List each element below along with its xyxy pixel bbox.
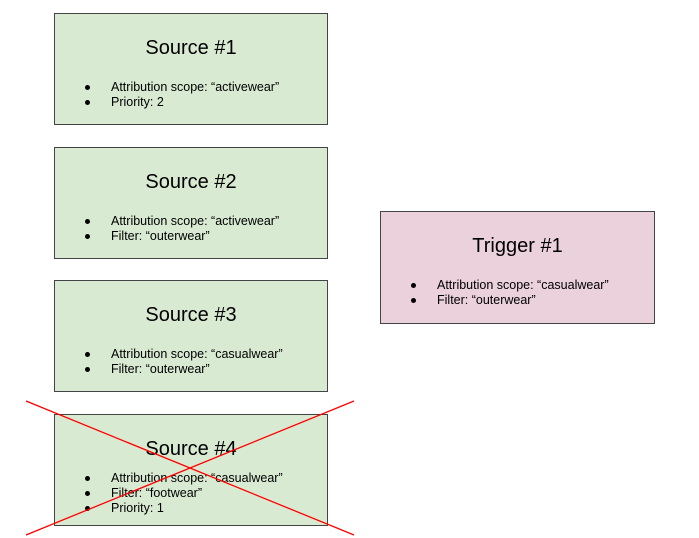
list-item: Attribution scope: “casualwear”: [55, 471, 327, 486]
attribution-scope-text: Attribution scope: “activewear”: [111, 214, 280, 228]
bullet-icon: [85, 367, 90, 372]
source-title: Source #2: [145, 171, 237, 193]
bullet-icon: [85, 352, 90, 357]
filter-text: Filter: “outerwear”: [111, 229, 210, 243]
list-item: Attribution scope: “activewear”: [55, 80, 327, 95]
source-attribute-list: Attribution scope: “activewear” Priority…: [55, 80, 327, 110]
source-box-3: Source #3 Attribution scope: “casualwear…: [54, 280, 328, 392]
source-box-1: Source #1 Attribution scope: “activewear…: [54, 13, 328, 125]
bullet-icon: [411, 283, 416, 288]
source-title: Source #1: [145, 37, 237, 59]
filter-text: Filter: “outerwear”: [111, 362, 210, 376]
attribution-scope-text: Attribution scope: “casualwear”: [111, 471, 283, 485]
source-attribute-list: Attribution scope: “activewear” Filter: …: [55, 214, 327, 244]
bullet-icon: [85, 100, 90, 105]
attribution-scope-text: Attribution scope: “activewear”: [111, 80, 280, 94]
list-item: Priority: 2: [55, 95, 327, 110]
bullet-icon: [85, 85, 90, 90]
bullet-icon: [411, 298, 416, 303]
list-item: Priority: 1: [55, 501, 327, 516]
source-title: Source #4: [145, 438, 237, 460]
attribution-scope-text: Attribution scope: “casualwear”: [111, 347, 283, 361]
bullet-icon: [85, 491, 90, 496]
source-attribute-list: Attribution scope: “casualwear” Filter: …: [55, 471, 327, 516]
list-item: Attribution scope: “casualwear”: [381, 278, 654, 293]
list-item: Filter: “outerwear”: [55, 229, 327, 244]
bullet-icon: [85, 506, 90, 511]
bullet-icon: [85, 476, 90, 481]
list-item: Attribution scope: “activewear”: [55, 214, 327, 229]
list-item: Filter: “outerwear”: [55, 362, 327, 377]
trigger-box: Trigger #1 Attribution scope: “casualwea…: [380, 211, 655, 324]
list-item: Filter: “outerwear”: [381, 293, 654, 308]
filter-text: Filter: “footwear”: [111, 486, 202, 500]
list-item: Attribution scope: “casualwear”: [55, 347, 327, 362]
attribution-scope-text: Attribution scope: “casualwear”: [437, 278, 609, 292]
source-box-4: Source #4 Attribution scope: “casualwear…: [54, 414, 328, 526]
bullet-icon: [85, 219, 90, 224]
source-attribute-list: Attribution scope: “casualwear” Filter: …: [55, 347, 327, 377]
source-box-2: Source #2 Attribution scope: “activewear…: [54, 147, 328, 259]
priority-text: Priority: 2: [111, 95, 164, 109]
filter-text: Filter: “outerwear”: [437, 293, 536, 307]
bullet-icon: [85, 234, 90, 239]
list-item: Filter: “footwear”: [55, 486, 327, 501]
source-title: Source #3: [145, 304, 237, 326]
trigger-title: Trigger #1: [472, 235, 563, 257]
trigger-attribute-list: Attribution scope: “casualwear” Filter: …: [381, 278, 654, 308]
priority-text: Priority: 1: [111, 501, 164, 515]
